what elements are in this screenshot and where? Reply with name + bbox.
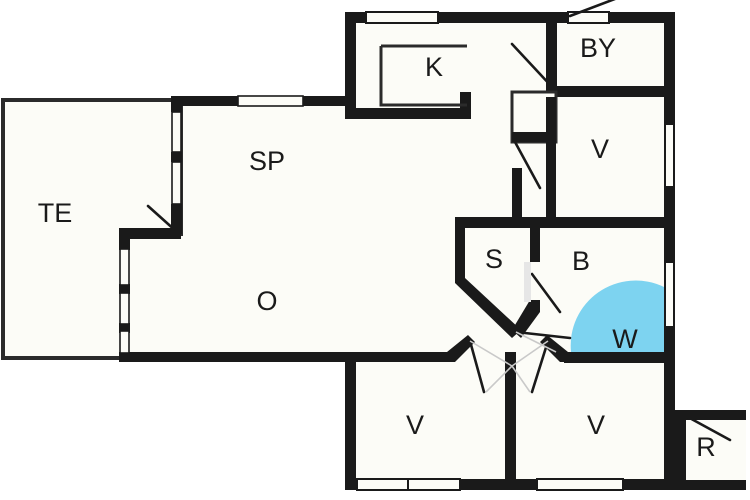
wall-r-top xyxy=(675,410,746,420)
window-pane-o-a xyxy=(119,248,130,286)
wall-right-c xyxy=(664,326,675,490)
wall-o-left-d xyxy=(119,352,130,362)
wall-kitchen-bottom xyxy=(345,108,470,119)
door-v3-leaf xyxy=(530,339,550,394)
window-kitchen-top xyxy=(365,11,439,24)
wall-r-left xyxy=(675,410,686,490)
wall-k-by xyxy=(546,22,557,86)
door-v1-corridor xyxy=(513,140,542,190)
whirlpool-basin xyxy=(570,280,664,352)
wall-closet-bottom xyxy=(512,132,556,142)
wall-o-bottom xyxy=(119,352,356,362)
room-label-V-upper-right: V xyxy=(591,134,609,164)
room-label-V-bottom-right: V xyxy=(587,410,605,440)
swing-guide-v3-b xyxy=(511,365,531,393)
wall-s-right-upper xyxy=(530,228,540,262)
door-by-corridor xyxy=(510,42,555,90)
room-label-TE: TE xyxy=(38,198,73,228)
wall-corridor-center-stub xyxy=(505,352,516,366)
wall-kitchen-left xyxy=(345,12,356,118)
window-pane-sp-b xyxy=(171,161,182,205)
door-swing-guides xyxy=(469,262,557,393)
window-pane-o-c xyxy=(119,330,130,354)
room-label-W: W xyxy=(612,324,638,354)
window-frame-right-upper xyxy=(664,123,675,188)
swing-guide-s-panel xyxy=(524,262,531,302)
door-b-corridor xyxy=(530,272,562,314)
wall-bedroom-divider xyxy=(505,362,516,490)
wall-sp-top-right xyxy=(302,96,356,106)
wall-angle-left xyxy=(356,335,475,362)
swing-guide-v2-a xyxy=(469,340,513,367)
floor-living xyxy=(124,100,345,360)
window-openings xyxy=(356,11,624,491)
door-r-leaf xyxy=(684,414,732,442)
room-label-K: K xyxy=(425,52,443,82)
wall-sp-top-left xyxy=(171,96,239,106)
wall-sp-left-mid xyxy=(171,152,182,162)
wall-main-left-lower xyxy=(345,352,356,490)
kitchen-counter xyxy=(379,44,467,107)
window-pane-o-b xyxy=(119,292,130,325)
wall-v1-left xyxy=(546,97,556,217)
swing-guide-s xyxy=(515,331,557,353)
wall-o-left-b xyxy=(119,284,130,294)
window-v2-bottom-b xyxy=(407,478,461,491)
wall-top-entry-right xyxy=(609,12,675,23)
window-v2-bottom-a xyxy=(356,478,409,491)
window-pane-sp-a xyxy=(171,111,182,153)
room-label-S: S xyxy=(485,244,503,274)
walls xyxy=(119,12,746,490)
wall-o-left-c xyxy=(119,323,130,333)
room-label-BY: BY xyxy=(580,33,616,63)
door-te-o xyxy=(146,204,179,234)
wall-corridor-vert-a xyxy=(512,168,522,220)
room-label-B: B xyxy=(572,246,590,276)
wall-r-bottom xyxy=(675,480,746,490)
window-v3-bottom xyxy=(536,478,624,491)
wall-s-right-lower xyxy=(512,300,540,338)
floor-fills xyxy=(3,12,746,490)
swing-guide-v2-b xyxy=(485,365,513,393)
wall-sp-left-bot xyxy=(171,204,182,234)
room-label-R: R xyxy=(696,432,716,462)
wall-top-kitchen-right xyxy=(438,12,568,23)
wall-right-b xyxy=(664,186,675,263)
doors xyxy=(146,0,732,442)
room-label-SP: SP xyxy=(249,146,285,176)
window-frame-right-lower xyxy=(664,261,675,328)
door-v2-leaf xyxy=(468,339,486,394)
wall-right-a xyxy=(664,12,675,125)
window-entry-top xyxy=(567,11,610,24)
wall-by-bottom xyxy=(546,86,666,97)
wall-s-left xyxy=(455,217,521,338)
wall-te-o-divider xyxy=(119,228,181,239)
door-s-corridor xyxy=(514,330,572,340)
wall-b-bottom xyxy=(564,352,666,363)
room-label-V-bottom-left: V xyxy=(406,410,424,440)
door-entry-by xyxy=(568,0,616,18)
room-label-O: O xyxy=(256,286,277,316)
window-pane-sp-top xyxy=(237,95,304,107)
room-labels: TE SP O K BY V S B W V V R xyxy=(38,33,716,462)
wall-sb-top xyxy=(455,217,665,228)
floor-storage xyxy=(680,410,746,490)
